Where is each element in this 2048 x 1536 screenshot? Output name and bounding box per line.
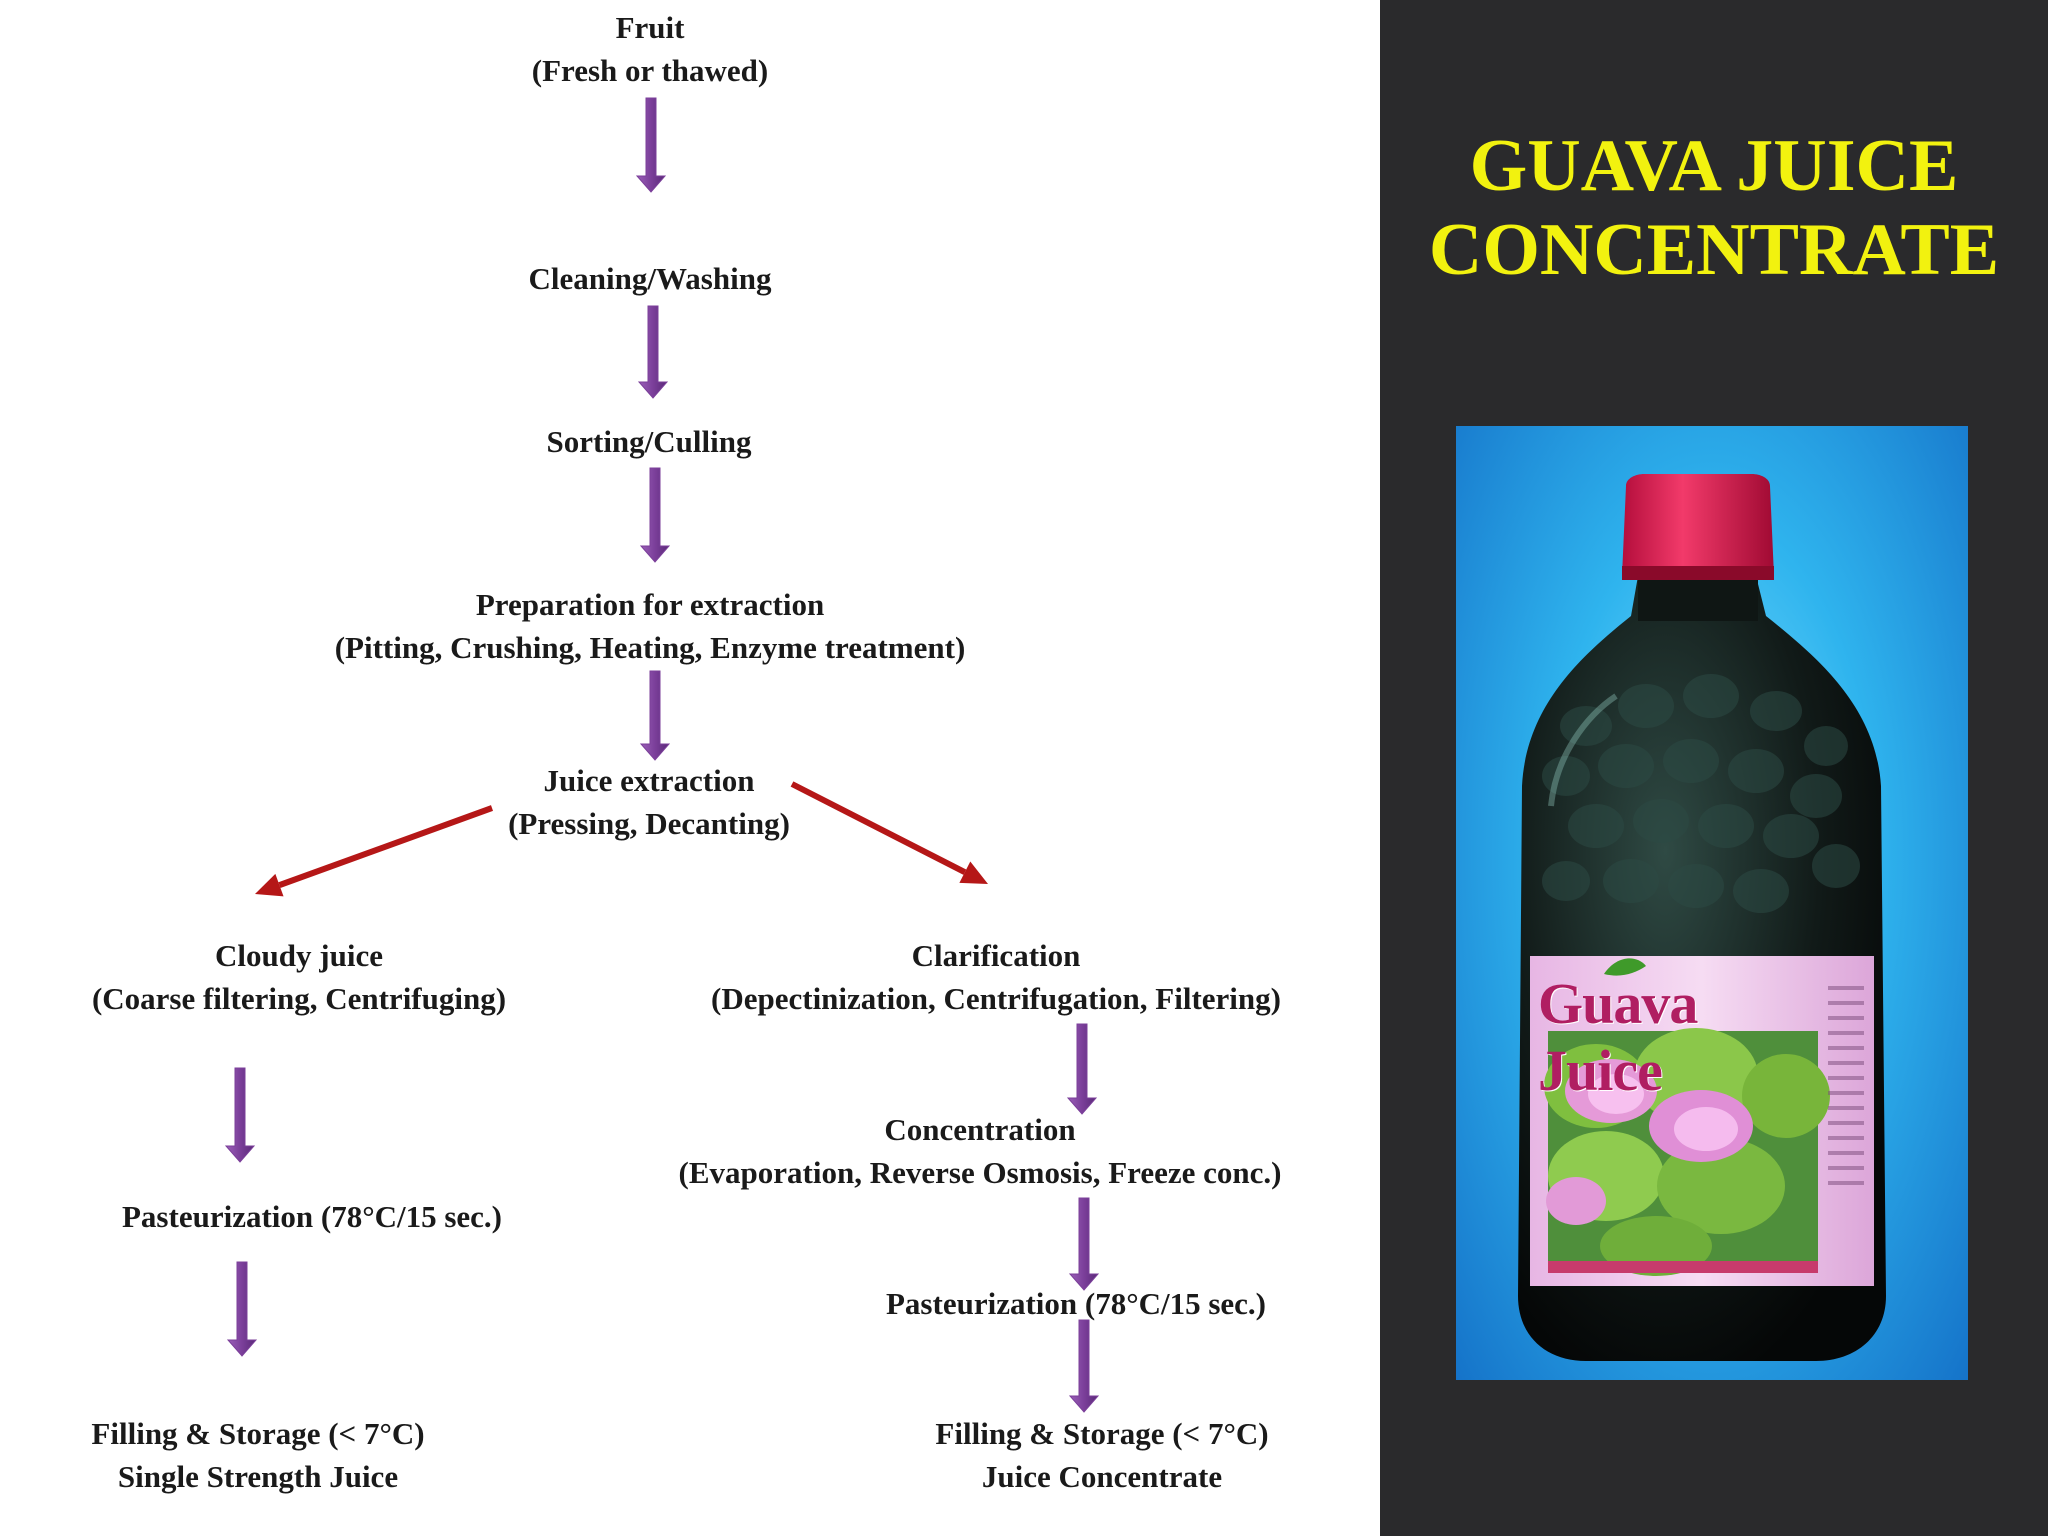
node-concentration-detail: (Evaporation, Reverse Osmosis, Freeze co…: [678, 1155, 1282, 1190]
leaf-icon: [1604, 958, 1646, 976]
node-pasteurization-right: Pasteurization (78°C/15 sec.): [886, 1282, 1266, 1325]
node-extraction-detail: (Pressing, Decanting): [508, 806, 790, 841]
node-cloudy-title: Cloudy juice: [215, 938, 383, 973]
bottle-texture: [1542, 674, 1860, 913]
arrow-extraction-to-clarification: [790, 781, 988, 884]
node-cloudy-detail: (Coarse filtering, Centrifuging): [91, 981, 507, 1016]
node-filling-left-detail: Single Strength Juice: [117, 1459, 399, 1494]
guava-juice-bottle-photo: Guava Juice: [1456, 426, 1968, 1380]
bottle-illustration: [1518, 474, 1886, 1361]
arrow-cleaning-to-sorting: [637, 305, 669, 399]
arrow-pasteurization-to-filling-right: [1068, 1319, 1100, 1413]
node-fruit: Fruit (Fresh or thawed): [532, 6, 769, 92]
arrow-clarification-to-concentration: [1066, 1023, 1098, 1115]
node-preparation: Preparation for extraction (Pitting, Cru…: [335, 583, 966, 669]
panel-title: GUAVA JUICE CONCENTRATE: [1380, 124, 2048, 292]
node-pasteurization-left-title: Pasteurization (78°C/15 sec.): [122, 1199, 503, 1234]
node-sorting: Sorting/Culling: [547, 420, 752, 463]
node-extraction-title: Juice extraction: [543, 763, 755, 798]
node-fruit-detail: (Fresh or thawed): [531, 53, 769, 88]
node-filling-left-title: Filling & Storage (< 7°C): [91, 1416, 425, 1451]
node-concentration-title: Concentration: [884, 1112, 1076, 1147]
node-clarification-detail: (Depectinization, Centrifugation, Filter…: [711, 981, 1281, 1016]
arrow-preparation-to-extraction: [639, 670, 671, 761]
guava-fruit-image: [1544, 1028, 1830, 1276]
node-preparation-title: Preparation for extraction: [475, 587, 825, 622]
node-filling-left: Filling & Storage (< 7°C) Single Strengt…: [91, 1412, 424, 1498]
bottle-label-text: Guava Juice: [1538, 971, 1698, 1103]
node-extraction: Juice extraction (Pressing, Decanting): [508, 759, 790, 845]
panel-title-line2: CONCENTRATE: [1428, 209, 2000, 291]
panel-title-line1: GUAVA JUICE: [1469, 125, 1959, 207]
arrow-concentration-to-pasteurization: [1068, 1197, 1100, 1291]
arrow-pasteurization-to-filling-left: [226, 1261, 258, 1357]
node-sorting-title: Sorting/Culling: [546, 424, 752, 459]
arrow-cloudy-to-pasteurization: [224, 1067, 256, 1163]
node-fruit-title: Fruit: [615, 10, 685, 45]
bottle-cap: [1622, 474, 1774, 576]
node-clarification: Clarification (Depectinization, Centrifu…: [711, 934, 1281, 1020]
process-flowchart: Fruit (Fresh or thawed) Cleaning/Washing…: [91, 6, 1282, 1498]
node-preparation-detail: (Pitting, Crushing, Heating, Enzyme trea…: [334, 630, 966, 665]
arrow-fruit-to-cleaning: [635, 97, 667, 193]
product-panel: GUAVA JUICE CONCENTRATE: [1380, 0, 2048, 1536]
node-filling-right: Filling & Storage (< 7°C) Juice Concentr…: [935, 1412, 1268, 1498]
node-clarification-title: Clarification: [911, 938, 1081, 973]
node-cleaning-title: Cleaning/Washing: [528, 261, 772, 296]
arrow-extraction-to-cloudy: [255, 805, 494, 897]
arrow-sorting-to-preparation: [639, 467, 671, 563]
node-cleaning: Cleaning/Washing: [529, 257, 772, 300]
node-concentration: Concentration (Evaporation, Reverse Osmo…: [679, 1108, 1282, 1194]
node-pasteurization-left: Pasteurization (78°C/15 sec.): [122, 1195, 502, 1238]
flow-arrows: [224, 97, 1100, 1413]
node-filling-right-detail: Juice Concentrate: [981, 1459, 1223, 1494]
node-cloudy-juice: Cloudy juice (Coarse filtering, Centrifu…: [92, 934, 506, 1020]
node-filling-right-title: Filling & Storage (< 7°C): [935, 1416, 1269, 1451]
node-pasteurization-right-title: Pasteurization (78°C/15 sec.): [886, 1286, 1267, 1321]
